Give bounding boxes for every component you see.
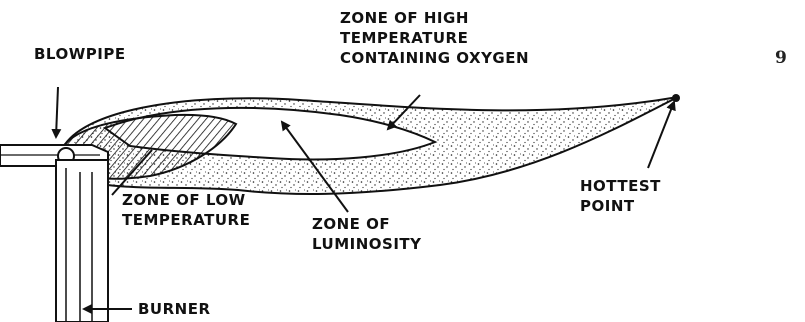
page-number: 9 bbox=[775, 48, 787, 68]
high-zone-label-line1: ZONE OF HIGH bbox=[340, 8, 469, 28]
luminosity-label-line2: LUMINOSITY bbox=[312, 234, 422, 254]
luminosity-label-line1: ZONE OF bbox=[312, 214, 390, 234]
blowpipe-pointer bbox=[56, 87, 58, 137]
burner-tube bbox=[56, 160, 108, 322]
hottest-point-pointer bbox=[648, 102, 674, 168]
hottest-point-marker bbox=[672, 94, 680, 102]
low-zone-label-line2: TEMPERATURE bbox=[122, 210, 250, 230]
burner-label: BURNER bbox=[138, 299, 211, 319]
hottest-label-line2: POINT bbox=[580, 196, 635, 216]
high-zone-label-line3: CONTAINING OXYGEN bbox=[340, 48, 529, 68]
high-zone-label-line2: TEMPERATURE bbox=[340, 28, 468, 48]
hottest-label-line1: HOTTEST bbox=[580, 176, 661, 196]
blowpipe-label: BLOWPIPE bbox=[34, 44, 126, 64]
low-zone-label-line1: ZONE OF LOW bbox=[122, 190, 246, 210]
